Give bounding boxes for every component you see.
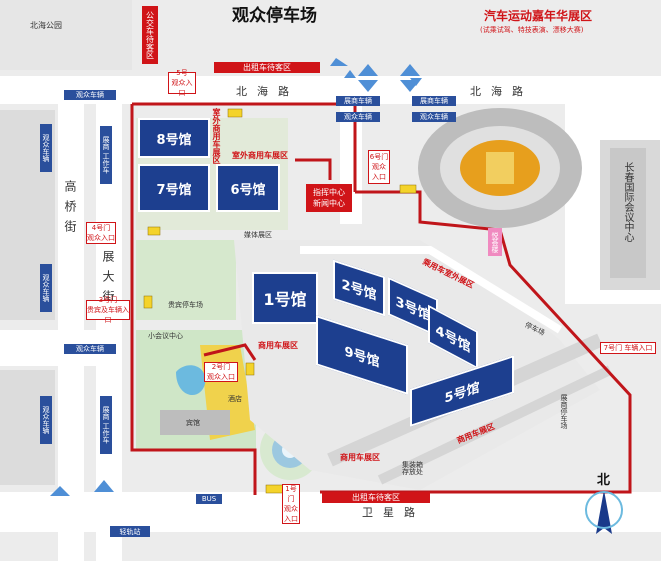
bus-waiting-tag: 公交车待客区	[142, 6, 158, 64]
bus-stop-tag: BUS	[196, 494, 222, 504]
audience-vehicle-tag: 观众车辆	[64, 90, 116, 100]
gate-4-tag[interactable]: 4号门 观众入口	[86, 222, 116, 244]
west-road-1-label: 高桥街	[63, 180, 77, 240]
north-arrow-shape	[596, 490, 612, 534]
gate-6-tag[interactable]: 6号门 观众入口	[368, 150, 390, 184]
north-road-label: 北海路	[236, 85, 299, 98]
gate-1-tag[interactable]: 1号门 观众入口	[282, 484, 300, 524]
exhibitor-parking-label: 展商停车场	[560, 394, 568, 429]
exhibitor-vehicle-tag-1: 展商车辆	[336, 96, 380, 106]
media-area-label: 媒体展区	[244, 231, 272, 239]
hall-8[interactable]: 8号馆	[138, 118, 210, 158]
traffic-arrows	[50, 58, 422, 496]
taxi-waiting-top-tag: 出租车待客区	[214, 62, 320, 73]
intl-center-label: 长春国际会议中心	[622, 162, 633, 242]
command-center-tag[interactable]: 指挥中心 新闻中心	[306, 184, 352, 212]
hall-6[interactable]: 6号馆	[216, 164, 280, 212]
audience-vehicle-tag-2: 观众车辆	[336, 112, 380, 122]
gate-7-tag[interactable]: 7号门 车辆入口	[600, 342, 656, 354]
audience-vehicle-v-tag-1: 观众车辆	[40, 124, 52, 172]
audience-vehicle-tag-3: 观众车辆	[412, 112, 456, 122]
south-road-label: 卫星路	[362, 506, 425, 519]
park-label: 北海公园	[30, 21, 62, 30]
hotel-label: 酒店	[228, 395, 242, 403]
haixi-tag: 悦荟楼	[488, 228, 502, 256]
staff-vehicle-tag-2: 展商 工作车	[100, 396, 112, 454]
north-road-east-label: 北海路	[470, 85, 533, 98]
outdoor-commercial-v-label: 室外商用车展区	[212, 108, 221, 164]
west-road-1	[58, 100, 84, 561]
small-conference-label: 小会议中心	[148, 332, 183, 340]
container-area-label: 集装箱 存放处	[402, 461, 423, 476]
north-label: 北	[597, 473, 611, 488]
commercial-area-1-label: 商用车展区	[258, 341, 298, 350]
pavilion-label: 宾馆	[186, 419, 200, 427]
west-road-2-label: 会展大街	[101, 230, 115, 310]
gate-2-tag[interactable]: 2号门 观众入口	[204, 362, 238, 382]
exhibitor-vehicle-tag-2: 展商车辆	[412, 96, 456, 106]
expo-title: 汽车运动嘉年华展区	[484, 9, 593, 23]
park-area	[0, 0, 132, 70]
light-rail-tag: 轻轨站	[110, 526, 150, 537]
audience-vehicle-v-tag-3: 观众车辆	[40, 396, 52, 444]
pond	[176, 365, 206, 396]
vip-parking-label: 贵宾停车场	[168, 301, 203, 309]
audience-vehicle-tag-4: 观众车辆	[64, 344, 116, 354]
hall-7[interactable]: 7号馆	[138, 164, 210, 212]
audience-vehicle-v-tag-2: 观众车辆	[40, 264, 52, 312]
hall-1[interactable]: 1号馆	[252, 272, 318, 324]
expo-subtitle: (试乘试驾、特技表演、漂移大赛)	[480, 26, 584, 34]
gate-3-tag[interactable]: 3号门 贵宾及车辆入口	[86, 296, 130, 324]
gate-5-tag[interactable]: 5号 观众入口	[168, 69, 196, 97]
taxi-waiting-bottom-tag: 出租车待客区	[322, 492, 430, 503]
intl-center-building	[610, 148, 646, 278]
page-title: 观众停车场	[232, 6, 317, 26]
outdoor-commercial-label: 室外商用车展区	[232, 151, 288, 160]
commercial-area-2-label: 商用车展区	[340, 453, 380, 462]
staff-vehicle-tag-1: 展商 工作车	[100, 126, 112, 184]
